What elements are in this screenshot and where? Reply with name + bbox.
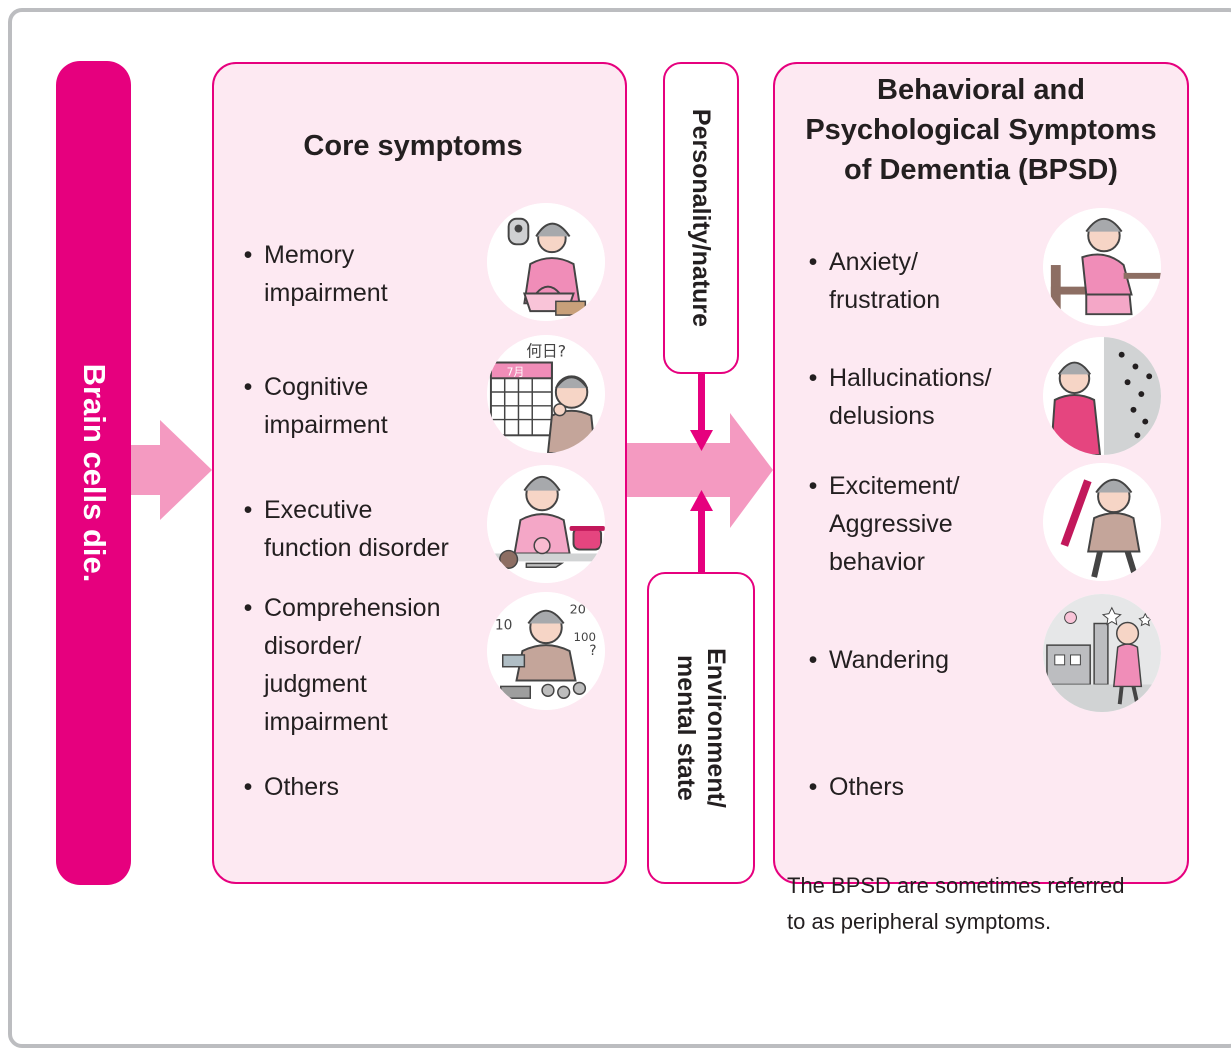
bpsd-item-hallucinations: •Hallucinations/delusions bbox=[808, 364, 992, 430]
calendar-month-text: 7月 bbox=[507, 365, 525, 378]
person-confused-calendar-illustration: 7月 何日? bbox=[487, 335, 605, 453]
person-seeing-bugs-wall-illustration bbox=[1043, 337, 1161, 455]
environment-mental-state-label: Environment/mental state bbox=[672, 648, 730, 808]
core-item-others: •Others bbox=[243, 773, 340, 801]
personality-nature-label: Personality/nature bbox=[687, 108, 715, 328]
money-question-mark: ? bbox=[589, 643, 596, 659]
money-number-left: 10 bbox=[495, 617, 512, 633]
person-aggressive-stick-illustration bbox=[1043, 463, 1161, 581]
calendar-question-text: 何日? bbox=[526, 342, 566, 361]
personality-nature-box: Personality/nature bbox=[663, 62, 739, 374]
brain-cells-die-bar: Brain cells die. bbox=[56, 61, 131, 885]
person-sitting-anxious-illustration bbox=[1043, 208, 1161, 326]
bpsd-item-wandering: •Wandering bbox=[808, 646, 949, 674]
bpsd-item-anxiety: •Anxiety/frustration bbox=[808, 248, 941, 314]
brain-cells-die-label: Brain cells die. bbox=[76, 363, 112, 583]
money-number-right: 100 bbox=[574, 630, 597, 644]
bpsd-footnote: The BPSD are sometimes referred to as pe… bbox=[787, 873, 1125, 934]
core-symptoms-title: Core symptoms bbox=[303, 130, 523, 162]
person-cooking-confused-illustration bbox=[487, 465, 605, 583]
person-searching-bag-key-illustration bbox=[487, 203, 605, 321]
money-number-right-top: 20 bbox=[570, 603, 586, 618]
person-counting-money-illustration: 10 20 100 ? bbox=[487, 592, 605, 710]
environment-mental-state-box: Environment/mental state bbox=[647, 572, 755, 884]
person-wandering-night-illustration bbox=[1043, 594, 1161, 712]
bpsd-item-others: •Others bbox=[808, 773, 905, 801]
